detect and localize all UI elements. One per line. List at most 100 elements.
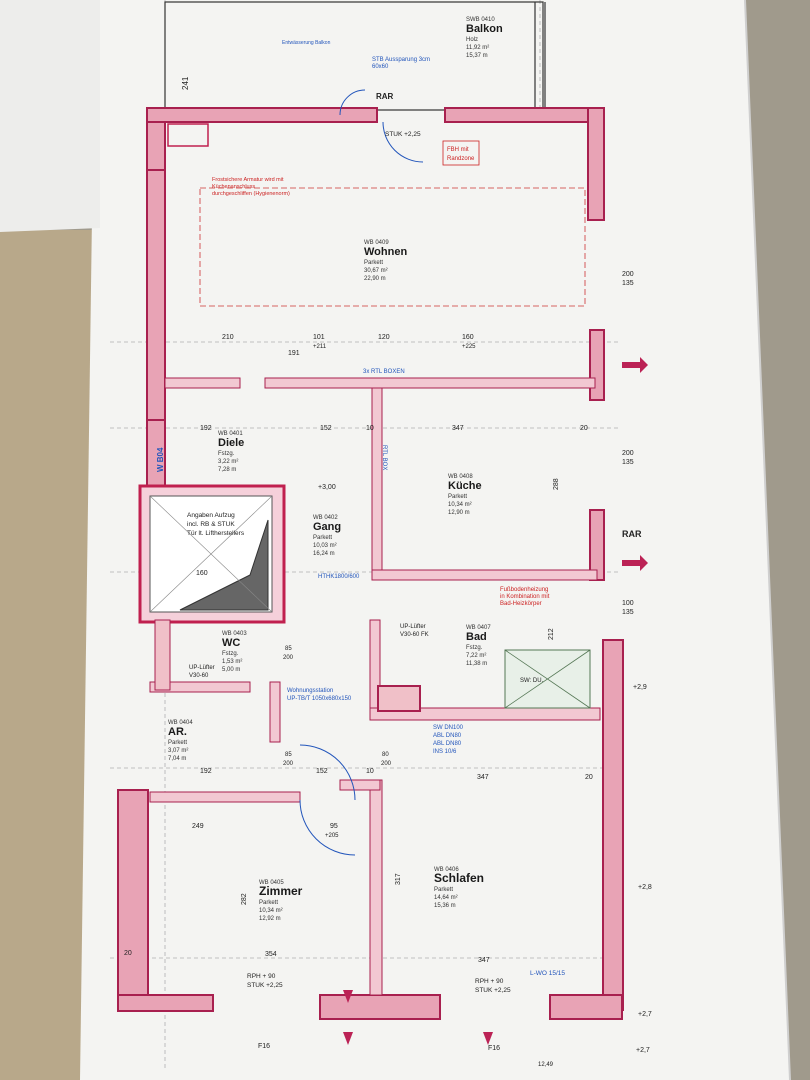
note-entw: Entwässerung Balkon [282,40,331,46]
dim-152a: 152 [320,425,332,432]
note-stuk1: STUK +2,25 [385,131,421,138]
interior-walls [149,377,601,996]
note-sw-du: SW: DU. [520,678,544,684]
room-zimmer-perimeter: 12,92 m [259,916,281,922]
elevator-shaft [138,484,286,624]
dim-300: +3,00 [318,484,336,491]
outer-walls [117,107,624,1020]
room-wohnen-floor: Parkett [364,260,383,266]
dim-225: +225 [462,344,476,350]
note-rar-top: RAR [376,92,394,101]
note-sw-dn: SW DN100 [433,725,464,731]
note-fbh-bad2: in Kombination mit [500,594,550,600]
room-bad-area: 7,22 m² [466,653,486,659]
note-stb: STB Aussparung 3cm [372,57,430,63]
dim-200a: 200 [622,271,634,278]
room-balkon-area: 11,92 m² [466,45,489,51]
room-gang-area: 10,03 m² [313,543,337,549]
dim-210: 210 [222,334,234,341]
dim-192a: 192 [200,425,212,432]
dim-101: 101 [313,334,325,341]
room-ar-floor: Parkett [168,740,187,746]
dim-200c: 200 [283,655,294,661]
dim-135b: 135 [622,459,634,466]
room-zimmer-name: Zimmer [259,884,303,898]
room-ar-perimeter: 7,04 m [168,756,186,762]
dim-347a: 347 [452,425,464,432]
note-rar-right: RAR [622,529,642,539]
note-stuk3: STUK +2,25 [475,987,511,994]
room-ar-area: 3,07 m² [168,748,188,754]
room-bad-perimeter: 11,38 m [466,661,487,667]
dim-100: 100 [622,600,634,607]
dim-1249: 12,49 [538,1062,554,1068]
dim-249: 249 [192,823,204,830]
dim-80: 80 [382,752,389,758]
room-wohnen-name: Wohnen [364,246,407,258]
room-balkon-code: SWB 0410 [466,17,495,23]
dim-85b: 85 [285,752,292,758]
room-kueche-area: 10,34 m² [448,502,472,508]
room-wc-floor: Fstzg. [222,651,239,657]
room-schlafen-area: 14,64 m² [434,895,458,901]
dim-205: +205 [325,833,339,839]
note-aufzug2: incl. RB & STUK [187,521,235,528]
note-wohnst: Wohnungsstation [287,688,333,694]
room-kueche-code: WB 0408 [448,474,473,480]
room-zimmer-code: WB 0405 [259,880,284,886]
dim-191: 191 [288,350,300,357]
room-kueche-name: Küche [448,480,482,492]
note-rph2: RPH + 90 [475,978,504,985]
dim-F16b: F16 [488,1045,500,1052]
room-diele-code: WB 0401 [218,431,243,437]
room-wohnen-area: 30,67 m² [364,268,388,274]
dim-20c: 20 [124,950,132,957]
room-balkon-name: Balkon [466,23,503,35]
dim-200b: 200 [622,450,634,457]
room-schlafen-code: WB 0406 [434,867,459,873]
dim-317: 317 [395,873,402,885]
room-bad-code: WB 0407 [466,625,491,631]
room-diele-perimeter: 7,28 m [218,467,236,473]
notes: STB Aussparung 3cm 60x60 Entwässerung Ba… [156,40,642,994]
dim-10a: 10 [366,425,374,432]
note-lwo: L-WO 15/15 [530,970,565,977]
shaft-bad [377,685,421,712]
dim-20a: 20 [580,425,588,432]
room-gang-name: Gang [313,521,341,533]
door-swings [299,89,424,856]
note-rph1: RPH + 90 [247,973,276,980]
room-ar-code: WB 0404 [168,720,193,726]
dim-354: 354 [265,951,277,958]
dim-288: 288 [553,478,560,490]
note-fbh: FBH mit [447,147,469,153]
note-abl: ABL DN80 [433,733,462,739]
kitchen-sink [167,123,209,147]
dimensions: 241 210 101 +211 120 160 +225 191 192 15… [124,76,652,1068]
note-rtl: 3x RTL BOXEN [363,369,405,375]
room-balkon-floor: Holz [466,37,478,43]
dim-29: +2,9 [633,684,647,691]
note-upl-wc: UP-Lüfter [189,665,215,671]
dim-347c: 347 [478,957,490,964]
dim-347b: 347 [477,774,489,781]
note-aufzug3: Tür lt. Liftherstellers [187,530,245,537]
note-hthk: HTHK1800/600 [318,574,360,580]
room-wc-name: WC [222,637,240,649]
dim-F16a: F16 [258,1043,270,1050]
dim-27: +2,7 [638,1011,652,1018]
dim-241: 241 [181,76,190,90]
room-diele-area: 3,22 m² [218,459,238,465]
room-kueche-perimeter: 12,90 m [448,510,470,516]
dim-135c: 135 [622,609,634,616]
dim-160: 160 [462,334,474,341]
note-stb2: 60x60 [372,64,389,70]
